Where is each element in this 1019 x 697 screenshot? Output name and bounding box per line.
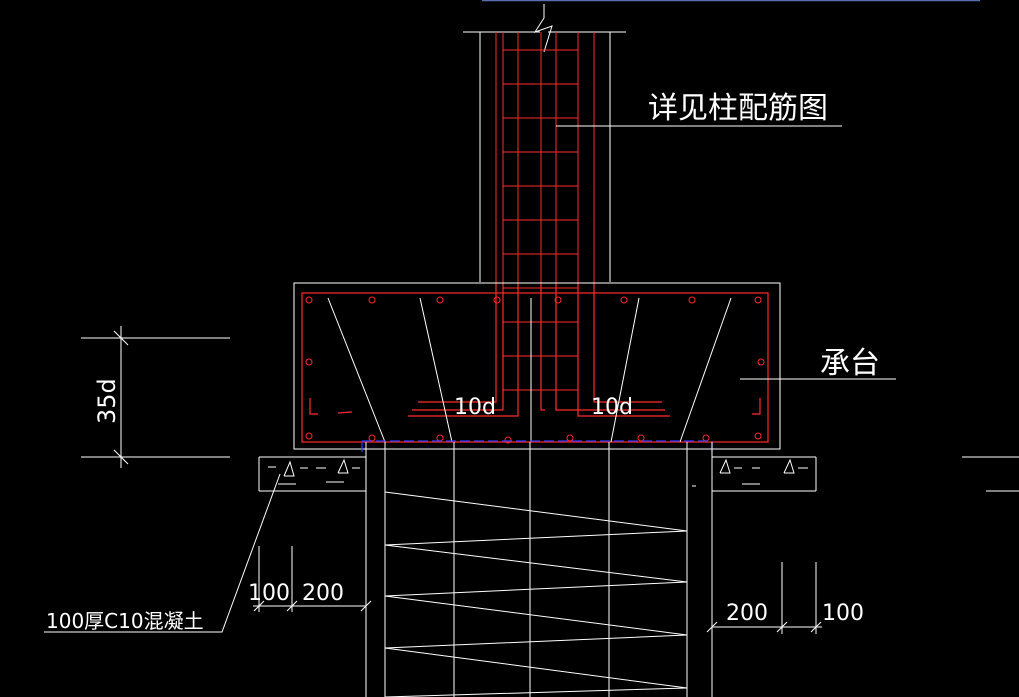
pile-cap-label: 承台 [820, 346, 880, 381]
pile-cap-rebar-cage [301, 292, 769, 443]
cushion-note-text: 100厚C10混凝土 [46, 609, 204, 633]
rebar-dots [305, 296, 765, 444]
bend-length-right-label: 10d [591, 395, 633, 420]
dim-left-200-label: 200 [302, 581, 344, 606]
pile-anchor-bars [327, 297, 732, 443]
pile-spiral-stirrup [384, 491, 688, 697]
rebar-hooks [309, 398, 761, 415]
anchor-length-label: 35d [93, 378, 121, 424]
left-dimensions [253, 546, 372, 612]
anchor-dimension [81, 326, 230, 468]
column-outline [463, 4, 626, 282]
break-symbol [533, 4, 553, 53]
column-rebar [495, 32, 595, 282]
dim-left-100-label: 100 [248, 581, 290, 606]
right-dimensions [706, 562, 822, 634]
column-stirrups [503, 49, 578, 391]
dim-right-100-label: 100 [822, 601, 864, 626]
column-note-text: 详见柱配筋图 [648, 91, 828, 126]
dim-right-200-label: 200 [726, 601, 768, 626]
cushion-note-leader [44, 473, 281, 633]
pile-outline [365, 442, 713, 697]
bend-length-left-label: 10d [454, 395, 496, 420]
column-bars-in-cap [408, 282, 670, 417]
pile-cap-outline [293, 282, 781, 450]
concrete-hatch [268, 458, 808, 487]
cushion-layer [258, 456, 1019, 492]
